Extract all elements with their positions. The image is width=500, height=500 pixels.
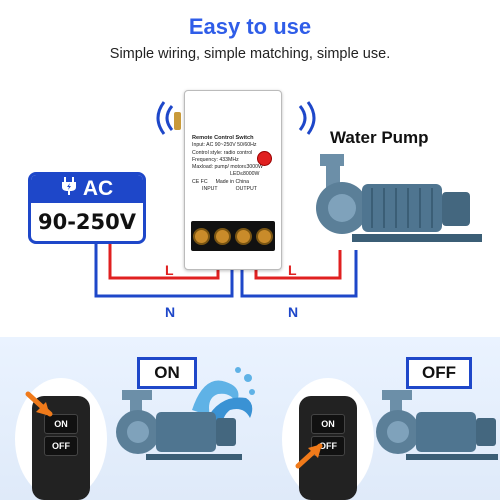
live-label-right: L [288,262,297,278]
arrow-pointer-icon [295,443,323,469]
cert-marks: CE FC [192,178,208,185]
live-label-left: L [165,262,174,278]
switch-spec-line: Maxload: pump/ motor≤3000W [192,164,263,171]
water-pump-icon [316,154,482,242]
signal-waves-right-icon [298,101,316,135]
plug-icon [61,177,77,201]
page-subtitle: Simple wiring, simple matching, simple u… [109,46,391,62]
ac-power-badge: AC 90-250V [28,172,146,244]
terminal-screw [256,227,273,245]
water-pump-off-icon [376,390,498,460]
water-pump-on-icon [116,390,242,460]
learn-button[interactable] [257,151,272,166]
water-pump-label: Water Pump [330,128,429,147]
off-state-badge: OFF [406,357,472,389]
output-label: OUTPUT [235,186,257,193]
terminal-screw [235,227,252,245]
neutral-label-right: N [288,304,299,320]
remote-control-switch: Remote Control Switch Input: AC 90~250V … [184,90,282,270]
antenna-icon [174,112,181,130]
remote-off-button[interactable]: OFF [44,436,78,456]
switch-spec-line: Input: AC 90~250V 50/60Hz [192,142,257,149]
on-state-badge: ON [137,357,197,389]
neutral-label-left: N [165,304,176,320]
signal-waves-left-icon [156,101,174,135]
terminal-block [191,221,275,251]
terminal-screw [214,227,231,245]
switch-title: Remote Control Switch [192,135,254,141]
voltage-range: 90-250V [37,210,137,234]
ac-label: AC [82,177,114,200]
input-label: INPUT [202,186,218,193]
terminal-screw [193,227,210,245]
switch-spec-line: LED≤8000W [230,171,260,178]
made-in: Made in China [215,178,250,185]
switch-spec-line: Frequency: 433MHz [192,156,239,163]
remote-on-button[interactable]: ON [311,414,345,434]
switch-spec-line: Control style: radio control [192,149,253,156]
remote-on-button[interactable]: ON [44,414,78,434]
arrow-pointer-icon [25,391,53,417]
page-title: Easy to use [188,14,312,39]
